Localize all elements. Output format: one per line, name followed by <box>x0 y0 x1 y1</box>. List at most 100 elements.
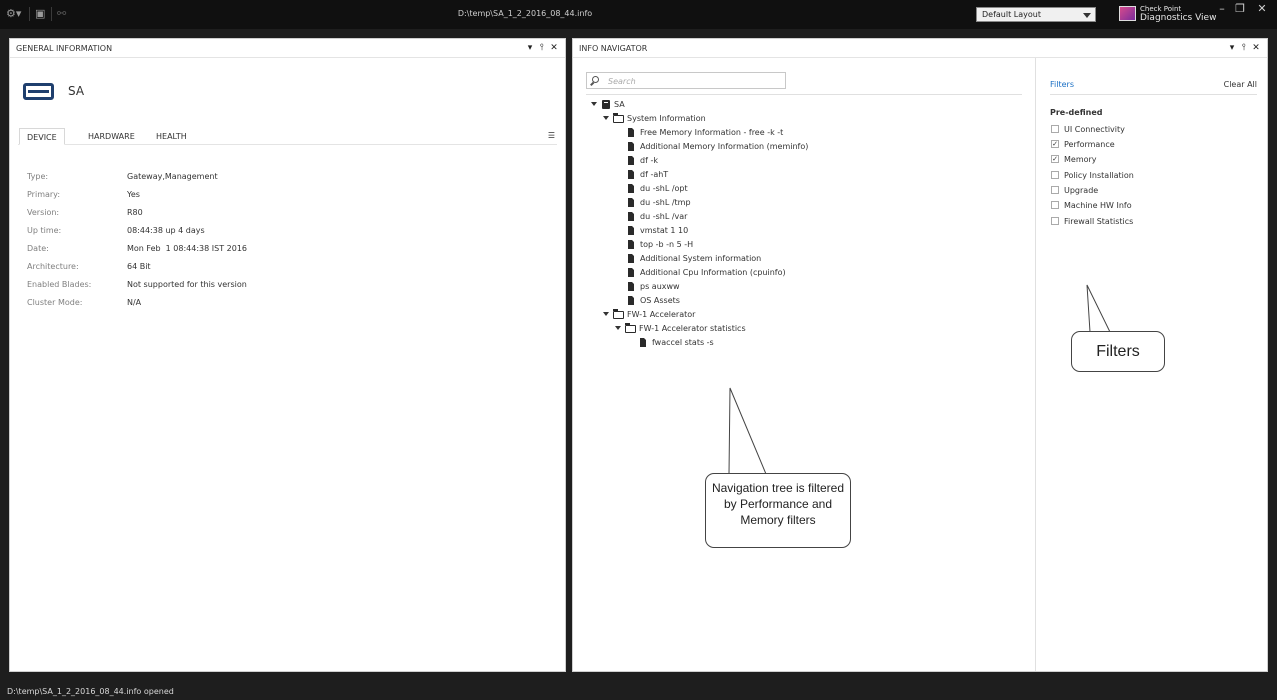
expand-caret-icon[interactable] <box>615 326 621 330</box>
layout-select[interactable]: Default Layout <box>976 7 1096 22</box>
folder-open-icon <box>625 323 636 333</box>
document-icon <box>628 240 634 249</box>
document-icon <box>628 226 634 235</box>
property-label: Enabled Blades: <box>27 280 92 289</box>
tree-item-label: ps auxww <box>640 282 680 291</box>
checkbox-checked[interactable]: ✓ <box>1051 155 1059 163</box>
minimize-icon[interactable]: – <box>1219 2 1225 15</box>
device-icon <box>602 100 610 109</box>
property-value: 64 Bit <box>127 262 151 271</box>
property-value: Gateway,Management <box>127 172 218 181</box>
clear-all-button[interactable]: Clear All <box>1223 80 1257 89</box>
property-label: Date: <box>27 244 49 253</box>
device-name: SA <box>68 84 85 98</box>
tab-health[interactable]: HEALTH <box>156 132 187 141</box>
property-value: 08:44:38 up 4 days <box>127 226 205 235</box>
layout-select-value: Default Layout <box>982 10 1041 19</box>
property-value: Yes <box>127 190 140 199</box>
checkbox[interactable] <box>1051 171 1059 179</box>
filter-label: UI Connectivity <box>1064 125 1125 134</box>
property-value: Mon Feb 1 08:44:38 IST 2016 <box>127 244 247 253</box>
restore-icon[interactable]: ❐ <box>1235 2 1245 15</box>
checkbox[interactable] <box>1051 125 1059 133</box>
tree-item-label: FW-1 Accelerator <box>627 310 696 319</box>
gateway-device-icon <box>23 83 54 100</box>
property-value: R80 <box>127 208 143 217</box>
panel-menu-icon[interactable]: ▾ <box>527 43 533 53</box>
tree-item-label: Additional System information <box>640 254 762 263</box>
nav-callout-pointer <box>728 387 767 475</box>
filters-link[interactable]: Filters <box>1050 80 1074 89</box>
panel-header: GENERAL INFORMATION ▾ ⫯ ✕ <box>10 39 565 58</box>
settings-icon[interactable]: ⚙▾ <box>6 7 22 20</box>
document-icon <box>628 170 634 179</box>
tree-item-label: FW-1 Accelerator statistics <box>639 324 746 333</box>
chevron-down-icon <box>1083 13 1091 18</box>
search-icon <box>592 76 599 83</box>
property-label: Cluster Mode: <box>27 298 83 307</box>
predefined-heading: Pre-defined <box>1050 108 1103 117</box>
document-icon <box>628 268 634 277</box>
filter-label: Upgrade <box>1064 186 1099 195</box>
pin-icon[interactable]: ⫯ <box>540 43 544 53</box>
checkbox[interactable] <box>1051 186 1059 194</box>
panel-menu-icon[interactable]: ▾ <box>1229 43 1235 53</box>
search-input[interactable]: Search <box>586 72 786 89</box>
tree-item-label: Free Memory Information - free -k -t <box>640 128 784 137</box>
document-icon <box>628 128 634 137</box>
checkbox-checked[interactable]: ✓ <box>1051 140 1059 148</box>
search-placeholder: Search <box>608 77 636 86</box>
tree-item-label: df -k <box>640 156 658 165</box>
pin-icon[interactable]: ⫯ <box>1242 43 1246 53</box>
navigation-callout: Navigation tree is filtered by Performan… <box>705 473 851 548</box>
checkpoint-logo-icon <box>1119 6 1136 21</box>
link-icon[interactable]: ⚯ <box>57 7 67 20</box>
checkbox[interactable] <box>1051 217 1059 225</box>
expand-caret-icon[interactable] <box>591 102 597 106</box>
tabs-overflow-icon[interactable]: ☰ <box>547 131 555 140</box>
tree-item-label: du -shL /var <box>640 212 688 221</box>
window-title: D:\temp\SA_1_2_2016_08_44.info <box>457 9 593 18</box>
document-icon <box>628 198 634 207</box>
document-icon <box>628 212 634 221</box>
folder-open-icon <box>613 309 624 319</box>
checkbox[interactable] <box>1051 201 1059 209</box>
document-icon <box>640 338 646 347</box>
tree-item-label: du -shL /tmp <box>640 198 691 207</box>
document-icon <box>628 156 634 165</box>
divider <box>1050 94 1257 95</box>
tree-item-label: top -b -n 5 -H <box>640 240 694 249</box>
tab-hardware[interactable]: HARDWARE <box>88 132 135 141</box>
document-icon <box>628 142 634 151</box>
expand-caret-icon[interactable] <box>603 116 609 120</box>
splitter[interactable] <box>1035 58 1036 671</box>
property-value: Not supported for this version <box>127 280 247 289</box>
tree-item-label: vmstat 1 10 <box>640 226 689 235</box>
filter-label: Machine HW Info <box>1064 201 1132 210</box>
property-label: Up time: <box>27 226 62 235</box>
tree-item-label: du -shL /opt <box>640 184 688 193</box>
tab-device[interactable]: DEVICE <box>19 128 65 145</box>
tree-item-label: SA <box>614 100 625 109</box>
property-label: Type: <box>27 172 49 181</box>
tree-item-label: OS Assets <box>640 296 680 305</box>
expand-caret-icon[interactable] <box>603 312 609 316</box>
close-icon[interactable]: ✕ <box>1252 43 1260 53</box>
title-bar: ⚙▾ ▣ ⚯ D:\temp\SA_1_2_2016_08_44.info De… <box>0 0 1277 29</box>
close-icon[interactable]: ✕ <box>1257 2 1267 15</box>
status-text: D:\temp\SA_1_2_2016_08_44.info opened <box>7 687 174 696</box>
filter-label: Memory <box>1064 155 1097 164</box>
close-icon[interactable]: ✕ <box>550 43 558 53</box>
filter-label: Firewall Statistics <box>1064 217 1134 226</box>
brand-name: Check Point <box>1140 5 1182 13</box>
property-label: Version: <box>27 208 60 217</box>
toolbar-separator <box>29 7 30 21</box>
product-name: Diagnostics View <box>1140 13 1217 23</box>
toolbar-separator <box>51 7 52 21</box>
tree-item-label: df -ahT <box>640 170 669 179</box>
folder-open-icon <box>613 113 624 123</box>
document-icon <box>628 296 634 305</box>
tree-item-label: Additional Cpu Information (cpuinfo) <box>640 268 786 277</box>
save-icon[interactable]: ▣ <box>35 7 46 20</box>
device-tabs: DEVICE HARDWARE HEALTH ☰ <box>18 128 557 145</box>
